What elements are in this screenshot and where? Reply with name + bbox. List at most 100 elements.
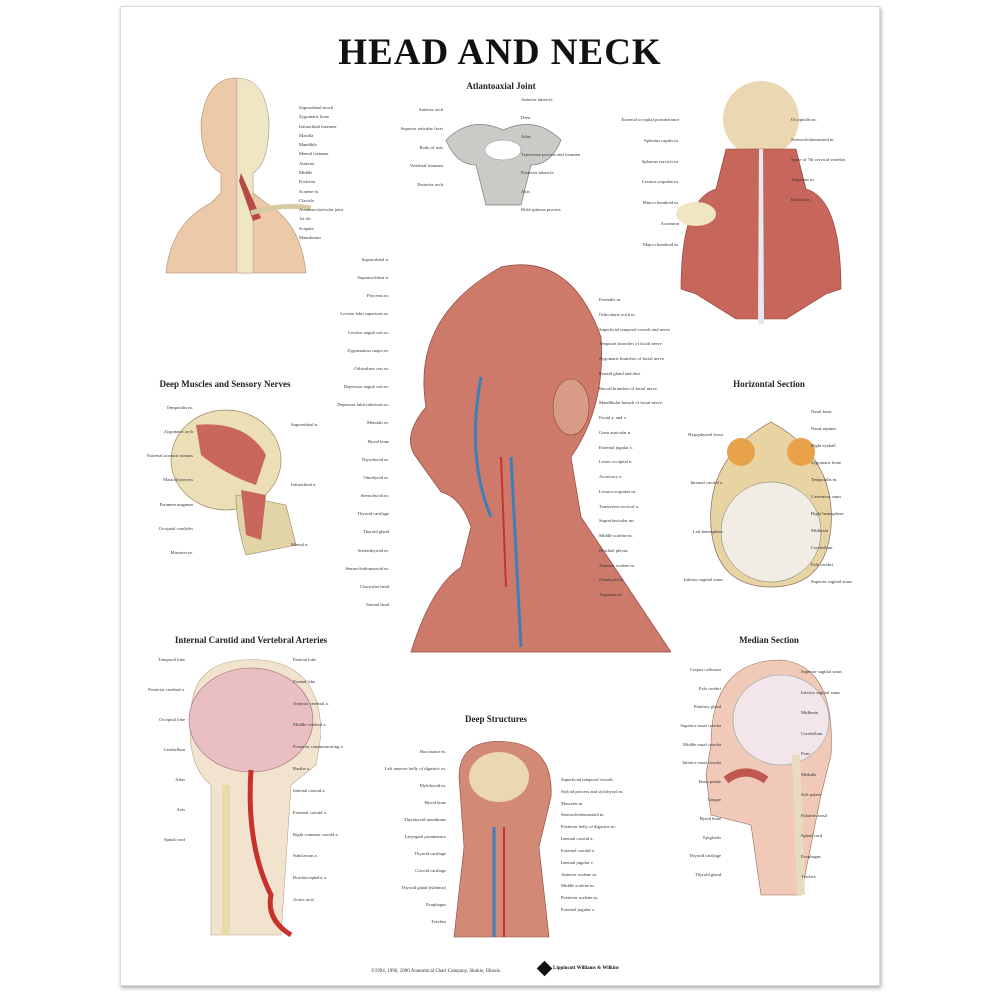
anatomy-label: Epiglottis xyxy=(703,834,721,840)
anatomy-label: Anterior tubercle xyxy=(521,97,553,102)
anatomy-label: Sternothyroid m. xyxy=(357,547,389,553)
anatomy-label: Frontalis m. xyxy=(599,297,622,302)
carotid-title: Internal Carotid and Vertebral Arteries xyxy=(174,635,328,645)
publisher-name: Lippincott Williams & Wilkins xyxy=(553,966,619,971)
anatomy-label: Mandible xyxy=(299,142,317,148)
anatomy-label: Thyroid cartilage xyxy=(689,853,721,859)
anatomy-label: Splenius cervicis m. xyxy=(641,158,679,164)
anatomy-label: Superior sagittal sinus xyxy=(811,579,852,584)
anatomy-label: Occipital condyles xyxy=(158,525,193,531)
anatomy-label: Orbicularis oculi m. xyxy=(599,311,636,317)
anatomy-label: Major rhomboid m. xyxy=(642,241,679,247)
anatomy-label: Right eyeball xyxy=(811,443,836,448)
anatomy-label: Palatine tonsil xyxy=(801,812,828,818)
anatomy-label: Tongue xyxy=(707,797,721,803)
anatomy-label: Masseter m. xyxy=(170,549,193,555)
anatomy-label: Cricoid cartilage xyxy=(415,868,446,873)
anatomy-label: Mandibular branch of facial nerve xyxy=(599,400,662,406)
anatomy-label: Midbrain xyxy=(811,528,829,533)
anatomy-label: Sternocleidomastoid m. xyxy=(791,137,835,142)
anatomy-label: Trapezius m. xyxy=(599,592,623,597)
anatomy-label: Superior sagittal sinus xyxy=(801,669,842,674)
anatomy-label: Anterior scalene m. xyxy=(561,871,598,877)
anatomy-label: Middle scalene m. xyxy=(561,883,595,889)
anatomy-label: Right hemisphere xyxy=(811,511,844,516)
front-skeleton-illustration xyxy=(165,77,311,274)
anatomy-label: Trachea xyxy=(801,874,816,879)
anatomy-label: Posterior arch xyxy=(417,182,443,187)
anatomy-label: Bifid spinous process xyxy=(521,206,561,212)
horizontal-section-title: Horizontal Section xyxy=(733,379,805,389)
anatomy-label: Superior articular facet xyxy=(400,125,443,131)
anatomy-label: Mylohyoid m. xyxy=(419,783,446,788)
anatomy-label: Posterior communicating a. xyxy=(293,744,344,750)
anatomy-label: Esophagus xyxy=(426,902,446,907)
anatomy-label: Buccal branches of facial nerve xyxy=(599,385,657,391)
anatomy-label: Occipitalis m. xyxy=(791,117,817,122)
anatomy-label: Accessory n. xyxy=(599,474,623,479)
anatomy-label: Levator anguli oris m. xyxy=(348,329,389,335)
anatomy-label: Levator scapulae m. xyxy=(599,488,637,494)
anatomy-label: Medulla xyxy=(801,771,817,777)
anatomy-label: Clavicle xyxy=(299,197,315,203)
anatomy-label: Corpus callosum xyxy=(689,667,721,672)
anatomy-label: Zygomaticus major m. xyxy=(347,347,389,353)
anatomy-label: Occipital lobe xyxy=(159,717,185,722)
anatomy-label: Thyrohyoid membrane xyxy=(403,817,446,822)
anatomy-label: Internal carotid a. xyxy=(561,836,594,842)
anatomy-label: Cerebellum xyxy=(801,730,823,736)
anatomy-label: Internal jugular v. xyxy=(561,859,594,865)
anatomy-label: Mental foramen xyxy=(299,151,329,157)
anatomy-label: Supraorbital n. xyxy=(291,422,319,427)
anatomy-label: External carotid a. xyxy=(293,809,327,815)
anatomy-label: Soft palate xyxy=(801,792,821,797)
anatomy-label: Axis xyxy=(521,188,530,194)
anatomy-label: Posterior cerebral a. xyxy=(148,687,185,692)
anatomy-label: Scapula xyxy=(299,225,314,231)
anatomy-label: Deltoid m. xyxy=(791,197,811,202)
anatomy-label: External jugular v. xyxy=(599,444,634,450)
median-section-illustration xyxy=(705,659,832,896)
anatomy-label: Left hemisphere xyxy=(693,528,723,534)
posterior-right-labels: Occipitalis m.Sternocleidomastoid m.Spin… xyxy=(791,117,845,202)
anatomy-label: External occipital protuberance xyxy=(621,117,679,122)
anatomy-label: Esophagus xyxy=(801,853,821,859)
copyright: ©1994, 1996, 2000 Anatomical Chart Compa… xyxy=(371,969,502,974)
anatomy-label: Foramen magnum xyxy=(159,501,193,507)
deep-structures-title: Deep Structures xyxy=(464,714,528,724)
anatomy-label: Mental n. xyxy=(291,542,309,547)
anatomy-label: Pons xyxy=(801,751,810,756)
anatomy-label: Hyoid bone xyxy=(699,816,721,821)
anatomy-label: Hypophyseal fossa xyxy=(688,432,723,437)
anatomy-label: Masseter m. xyxy=(561,800,584,806)
anatomy-label: Temporal branches of facial nerve xyxy=(599,341,662,347)
deep-structures-left-labels: Buccinator m.Left anterior belly of diga… xyxy=(361,749,446,924)
anatomy-label: Sternocleidomastoid m. xyxy=(561,812,605,818)
anatomy-label: Inferior nasal concha xyxy=(682,760,721,766)
anatomy-label: External jugular v. xyxy=(561,906,596,912)
anatomy-label: Spinal cord xyxy=(163,837,185,842)
anatomy-label: Right common carotid a. xyxy=(293,831,339,837)
central-left-labels: Supraorbital n.Supratrochlear n.Procerus… xyxy=(301,257,389,607)
deep-muscles-right-labels: Supraorbital n.Infraorbital n.Mental n. xyxy=(291,422,318,547)
anatomy-label: Supratrochlear n. xyxy=(357,275,389,281)
anatomy-label: Aortic arch xyxy=(293,896,314,902)
anatomy-label: Inferior sagittal sinus xyxy=(801,689,841,695)
anatomy-label: Supraorbital notch xyxy=(299,105,334,110)
anatomy-label: Temporalis m. xyxy=(166,405,193,410)
anatomy-label: Clavicular head xyxy=(360,583,389,589)
anatomy-label: Levator scapulae m. xyxy=(641,179,679,185)
anatomy-label: Superficial temporal vessels and nerve xyxy=(599,326,670,332)
anatomy-label: Thyrohyoid m. xyxy=(361,456,389,462)
deep-muscles-illustration xyxy=(170,409,297,556)
anatomy-label: External carotid a. xyxy=(561,847,595,853)
anatomy-label: Parotid gland and duct xyxy=(599,370,641,376)
anatomy-label: Nasal bone xyxy=(811,409,832,414)
anatomy-label: Posterior tubercle xyxy=(521,170,554,176)
anatomy-label: Laryngeal prominence xyxy=(404,834,446,839)
